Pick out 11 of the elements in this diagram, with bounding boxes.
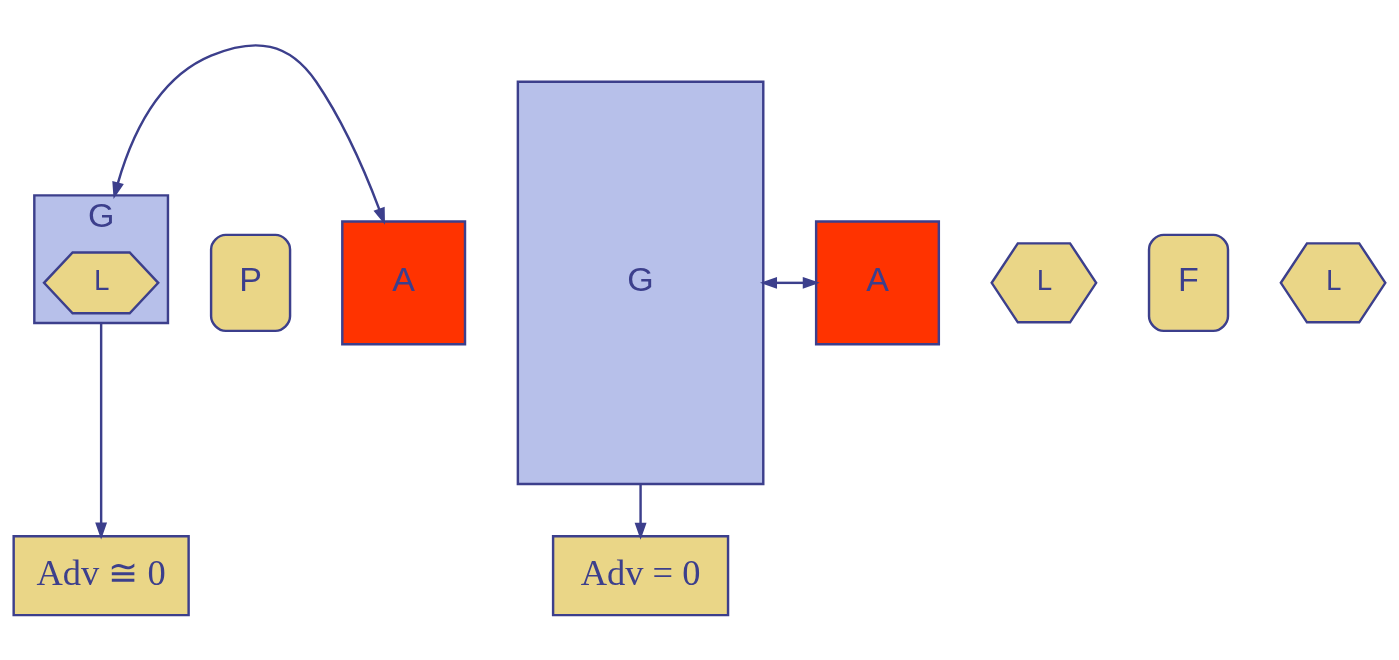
- arrow: [760, 276, 820, 289]
- node-box: Adv ≅ 0: [12, 534, 190, 617]
- node-box: A: [814, 220, 941, 346]
- node-box: P: [209, 233, 292, 333]
- node-box: A: [341, 220, 467, 346]
- arrow: [634, 484, 647, 540]
- node-box: G: [516, 80, 765, 486]
- arrow: [112, 44, 385, 225]
- node-box: Adv = 0: [551, 534, 730, 617]
- node-box: F: [1147, 233, 1230, 333]
- arrow: [95, 322, 108, 540]
